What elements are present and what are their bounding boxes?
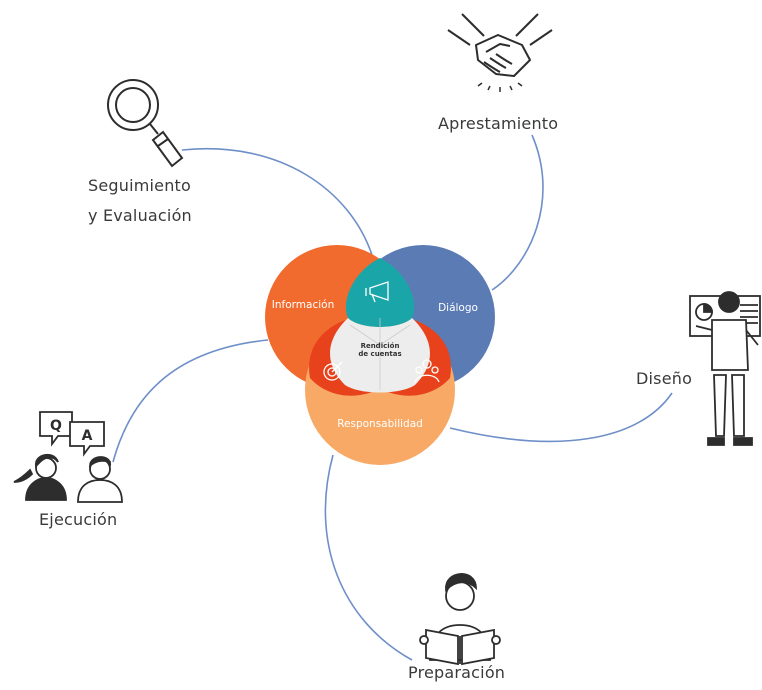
bubble-q-text: Q — [50, 418, 62, 434]
qa-bubbles-icon — [39, 411, 105, 457]
stage-label-seguimiento-line2: y Evaluación — [88, 206, 192, 225]
center-label-line2: de cuentas — [358, 350, 401, 358]
connector-seguimiento — [181, 148, 373, 256]
man-avatar-icon — [77, 456, 123, 503]
people-group-icon — [414, 359, 440, 383]
reader-person-icon — [419, 573, 501, 666]
connector-apresamiento — [491, 134, 544, 291]
presenter-person-icon — [695, 291, 759, 446]
target-icon — [323, 361, 343, 381]
stage-label-diseno: Diseño — [636, 369, 693, 388]
circle-label-responsabilidad: Responsabilidad — [337, 418, 423, 430]
center-label-line1: Rendición — [361, 342, 400, 350]
circle-label-informacion: Información — [272, 299, 334, 311]
stage-label-apresamiento: Aprestamiento — [438, 114, 559, 133]
stage-label-ejecucion: Ejecución — [39, 510, 118, 529]
connector-diseno — [449, 392, 673, 443]
bubble-a-text: A — [82, 428, 93, 444]
magnifier-icon — [107, 79, 184, 168]
connector-preparacion — [324, 454, 413, 661]
handshake-icon — [447, 13, 553, 92]
stage-label-seguimiento-line1: Seguimiento — [88, 176, 192, 195]
circle-label-dialogo: Diálogo — [438, 302, 478, 314]
stage-label-preparacion: Preparación — [408, 663, 506, 682]
woman-avatar-icon — [13, 453, 67, 501]
megaphone-icon — [365, 281, 389, 303]
connector-ejecucion — [112, 339, 269, 463]
overlap-info-dialogo — [345, 258, 415, 327]
